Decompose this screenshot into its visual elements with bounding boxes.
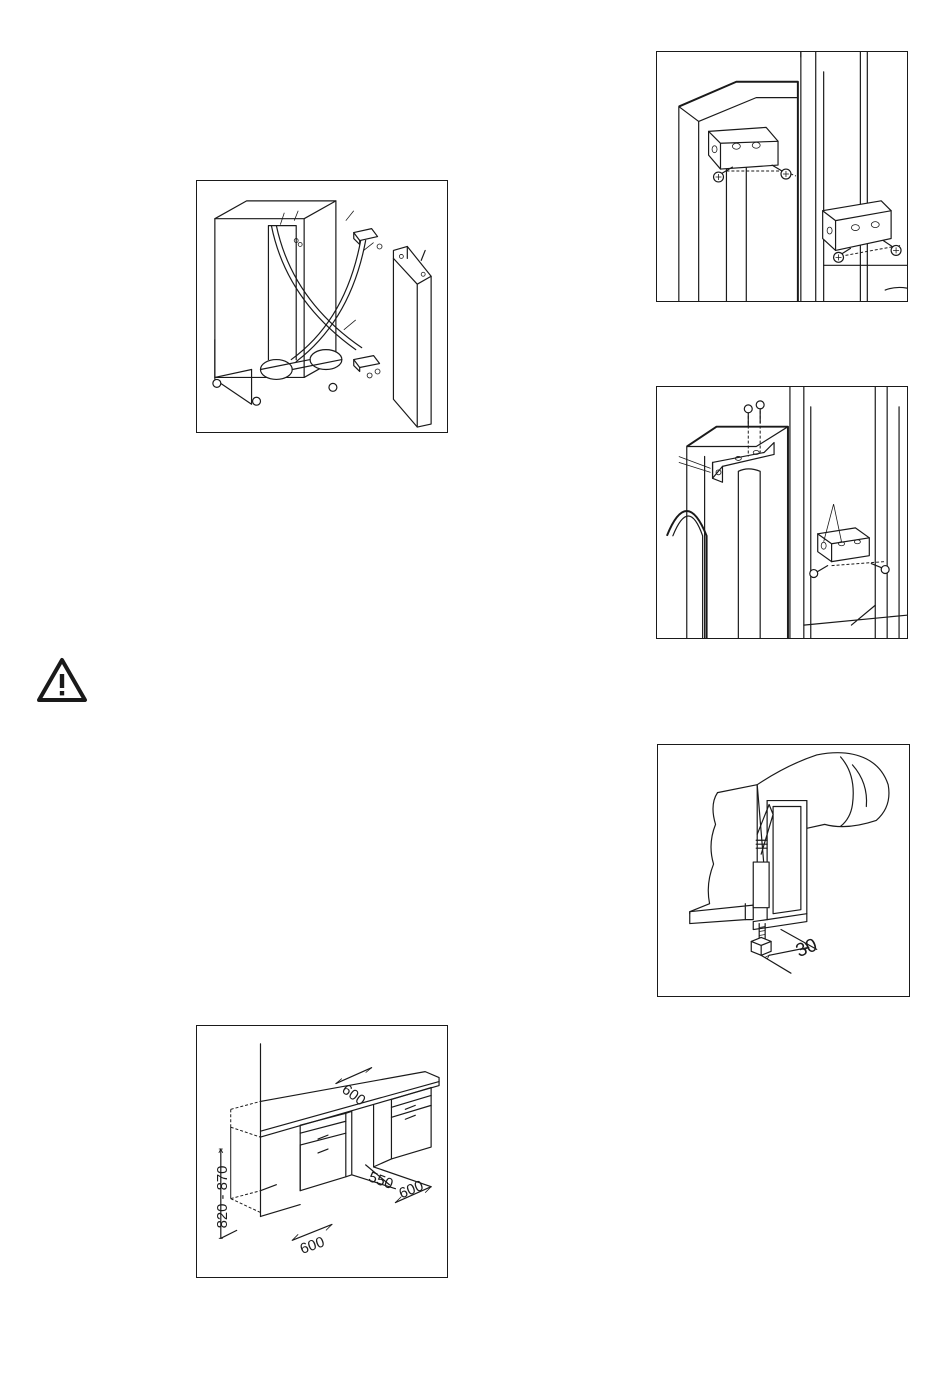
screw-icon — [810, 566, 828, 578]
foot-adjust-drawing: 30 — [658, 745, 909, 996]
hinges-exploded-figure — [196, 180, 448, 433]
screw-icon — [772, 165, 791, 179]
adjustable-foot-nut-icon — [751, 937, 771, 955]
door-bracket-side-figure — [656, 386, 908, 639]
niche-dimensions-drawing: 600 820 - 870 600 550 600 — [197, 1026, 447, 1277]
foot-adjust-figure: 30 — [657, 744, 910, 997]
depth-left-dimension-label: 600 — [298, 1234, 327, 1258]
hinges-exploded-drawing — [197, 181, 447, 432]
screw-icon — [744, 405, 752, 427]
door-bracket-side-drawing — [657, 387, 907, 638]
warning-triangle-icon — [36, 656, 88, 704]
screw-icon — [871, 564, 889, 574]
depth-right-dimension-label: 600 — [397, 1178, 426, 1202]
door-bracket-top-figure — [656, 51, 908, 302]
screw-icon — [756, 401, 764, 423]
door-bracket-top-drawing — [657, 52, 907, 301]
height-dimension-label: 820 - 870 — [215, 1166, 231, 1229]
niche-dimensions-figure: 600 820 - 870 600 550 600 — [196, 1025, 448, 1278]
